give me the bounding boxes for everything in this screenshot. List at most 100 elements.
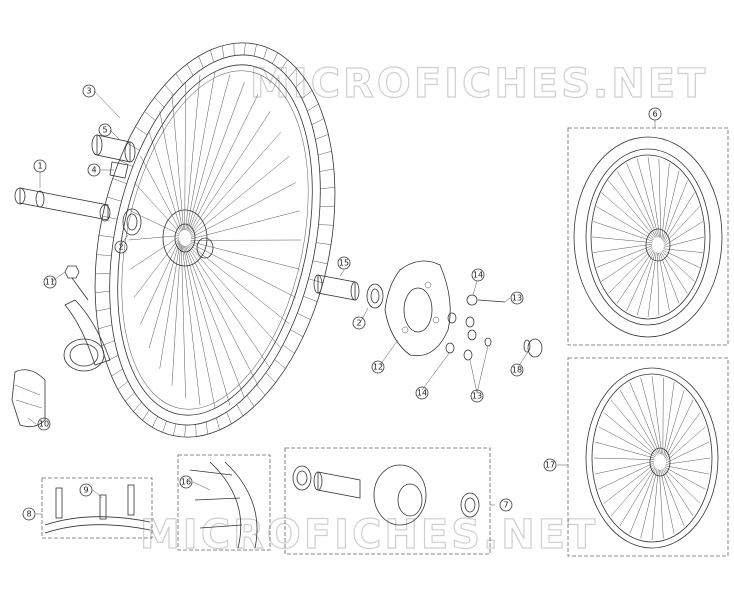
spoke xyxy=(616,170,657,238)
spoke xyxy=(140,155,182,233)
spoke xyxy=(593,243,653,253)
svg-text:10: 10 xyxy=(39,420,49,429)
spoke xyxy=(665,465,709,475)
spoke xyxy=(665,441,709,464)
svg-text:13: 13 xyxy=(472,392,482,401)
callout-2-left: 2 xyxy=(114,240,128,254)
spoke xyxy=(610,399,658,456)
svg-text:15: 15 xyxy=(339,259,349,268)
tread-block xyxy=(244,42,246,55)
spoke xyxy=(595,460,655,475)
spoke xyxy=(148,131,182,232)
spoke xyxy=(592,221,653,242)
tread-block xyxy=(221,45,225,59)
svg-text:5: 5 xyxy=(102,126,107,135)
spoke xyxy=(626,251,655,312)
tread-block xyxy=(226,411,232,424)
spoke xyxy=(189,94,259,233)
valve-detail xyxy=(44,484,151,534)
spoke xyxy=(661,163,670,239)
tread-block xyxy=(297,313,311,320)
svg-text:13: 13 xyxy=(512,294,522,303)
spoke xyxy=(171,94,184,231)
spoke xyxy=(626,162,658,238)
spoke xyxy=(188,82,245,232)
tread-block xyxy=(210,50,214,63)
tread-block xyxy=(175,73,184,85)
spoke xyxy=(619,389,659,455)
spoke xyxy=(651,469,659,541)
spoke xyxy=(591,236,653,243)
callout-10: 10 xyxy=(37,417,51,431)
spoke xyxy=(181,244,186,398)
callout-8: 8 xyxy=(22,507,36,521)
spoke xyxy=(190,155,290,237)
spoke xyxy=(184,82,186,231)
bolt-11 xyxy=(64,265,89,301)
tread-block xyxy=(102,215,118,220)
tread-block xyxy=(162,420,167,433)
spacer-18 xyxy=(523,338,543,358)
tread-block xyxy=(253,44,257,57)
spoke xyxy=(659,469,664,539)
rim-wheel-17 xyxy=(585,367,719,549)
svg-text:11: 11 xyxy=(45,278,55,287)
mud-guard xyxy=(11,369,46,428)
spoke xyxy=(190,131,282,236)
tread-block xyxy=(154,97,165,108)
svg-text:14: 14 xyxy=(473,271,483,280)
tread-block xyxy=(111,368,123,377)
spoke xyxy=(130,236,180,270)
spoke xyxy=(663,180,688,242)
tread-block xyxy=(319,168,334,172)
spoke xyxy=(658,158,662,238)
assembly-box-6 xyxy=(567,127,729,346)
callout-1: 1 xyxy=(33,159,47,173)
tread-block xyxy=(98,235,114,238)
complete-wheel-6 xyxy=(573,136,723,338)
axle xyxy=(14,187,111,222)
tread-block xyxy=(246,395,255,407)
bearing-right xyxy=(366,283,384,309)
svg-text:1: 1 xyxy=(37,162,42,171)
rim-tube-section xyxy=(63,299,111,372)
spoke xyxy=(663,192,695,243)
tread-block xyxy=(186,63,194,76)
callout-14-top: 14 xyxy=(471,268,485,282)
tread-block xyxy=(125,392,135,402)
spoke xyxy=(636,251,656,316)
spoke xyxy=(663,236,705,248)
spoke xyxy=(659,252,680,304)
spoke xyxy=(140,239,180,325)
tread-block xyxy=(112,178,127,184)
tread-block xyxy=(295,78,305,88)
spoke xyxy=(598,462,655,490)
spoke xyxy=(647,252,657,318)
svg-text:3: 3 xyxy=(86,87,91,96)
spoke xyxy=(185,74,201,231)
spoke xyxy=(603,464,655,504)
spoke xyxy=(665,412,701,460)
callout-5: 5 xyxy=(98,123,112,137)
spoke xyxy=(596,245,653,268)
spacer xyxy=(313,274,360,301)
callout-18: 18 xyxy=(510,363,524,377)
tread-block xyxy=(135,126,148,136)
tread-block xyxy=(152,416,158,428)
spoke xyxy=(662,170,680,241)
spoke xyxy=(610,465,655,517)
tread-block xyxy=(320,186,335,190)
spoke xyxy=(128,235,180,241)
spoke xyxy=(629,382,660,455)
spoke xyxy=(658,252,670,311)
svg-text:12: 12 xyxy=(373,363,383,372)
svg-text:16: 16 xyxy=(181,478,191,487)
spoke xyxy=(663,206,700,245)
tread-block xyxy=(312,260,328,265)
disc-bolts xyxy=(445,294,506,361)
tread-block xyxy=(96,308,111,312)
tread-block xyxy=(133,401,142,412)
tread-block xyxy=(307,103,319,112)
assembly-box-7 xyxy=(284,447,491,555)
spoke xyxy=(663,221,704,247)
